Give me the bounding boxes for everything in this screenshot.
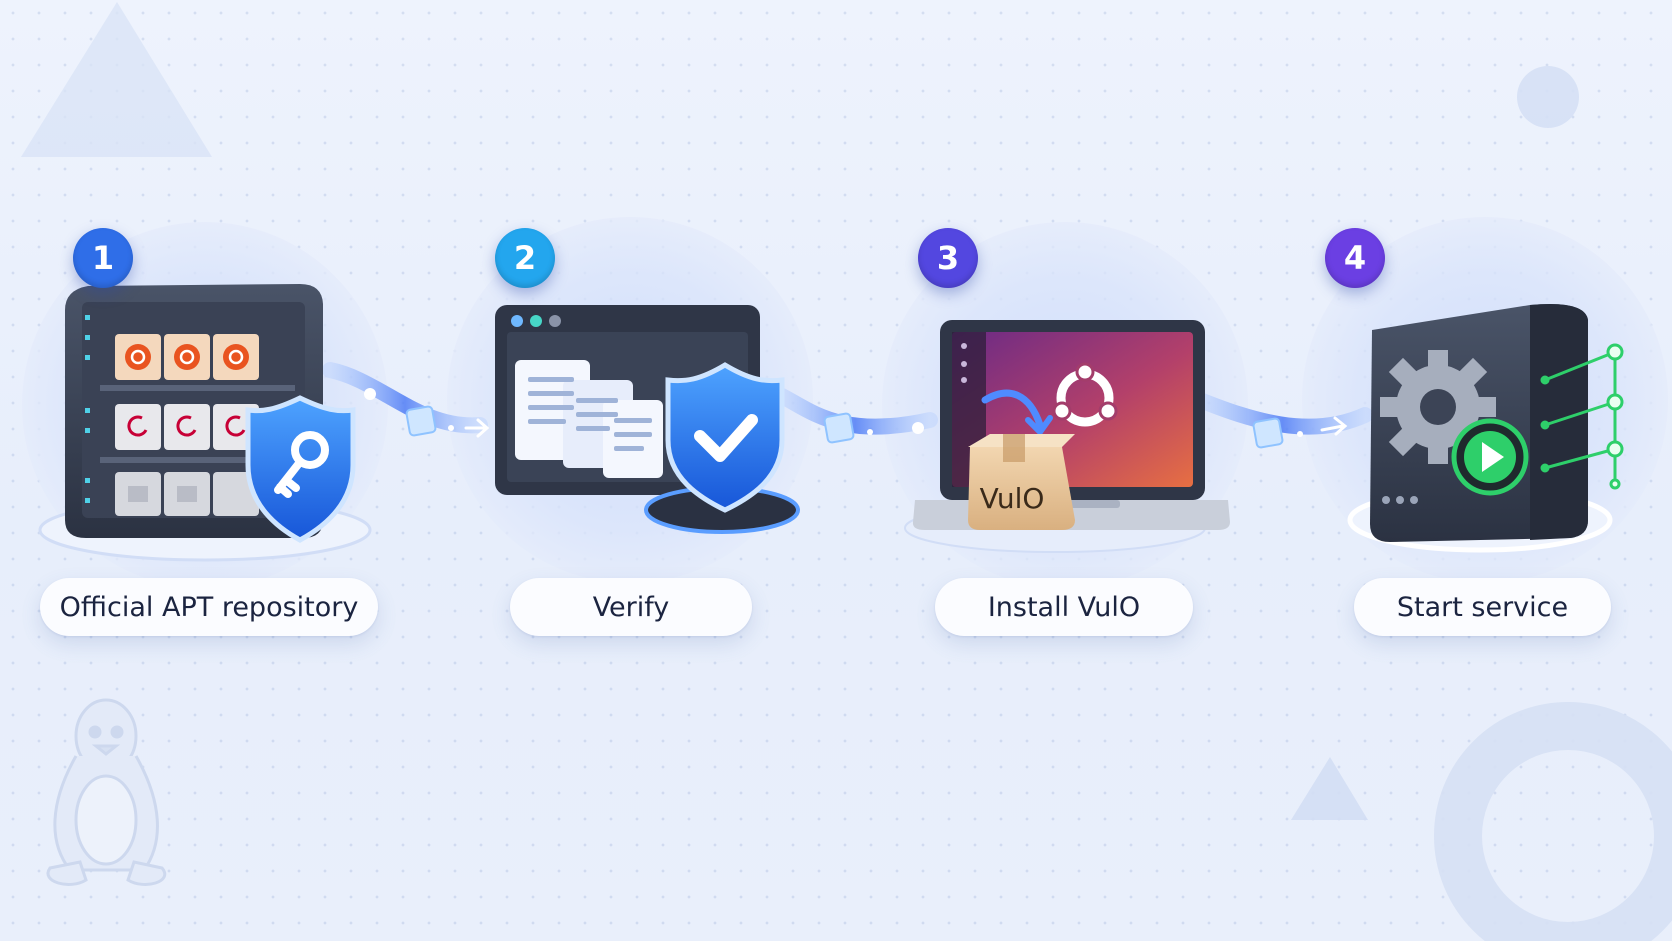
status-leds-icon <box>1540 343 1624 490</box>
flow-connector-3-4 <box>1192 392 1373 449</box>
linux-penguin-icon <box>46 698 167 886</box>
laptop-icon <box>912 320 1230 530</box>
ubuntu-logo-icon <box>1052 362 1118 427</box>
package-label: VulO <box>980 482 1045 515</box>
documents-icon <box>515 360 663 478</box>
ubuntu-package-icon <box>115 334 259 380</box>
flow-connector-1-2 <box>322 362 490 438</box>
step-1-label: Official APT repository <box>40 578 378 636</box>
step-3-badge: 3 <box>918 228 978 288</box>
step-2-badge: 2 <box>495 228 555 288</box>
check-shield-icon <box>665 362 785 513</box>
debian-package-icon <box>115 404 259 450</box>
play-icon <box>1451 418 1529 496</box>
flow-connector-2-3 <box>772 387 938 444</box>
step-3-label: Install VulO <box>935 578 1193 636</box>
step-2-label: Verify <box>510 578 752 636</box>
step-4-label: Start service <box>1354 578 1611 636</box>
step-4-badge: 4 <box>1325 228 1385 288</box>
package-box-icon: VulO <box>968 434 1075 530</box>
key-shield-icon <box>245 395 356 543</box>
step-1-badge: 1 <box>73 228 133 288</box>
